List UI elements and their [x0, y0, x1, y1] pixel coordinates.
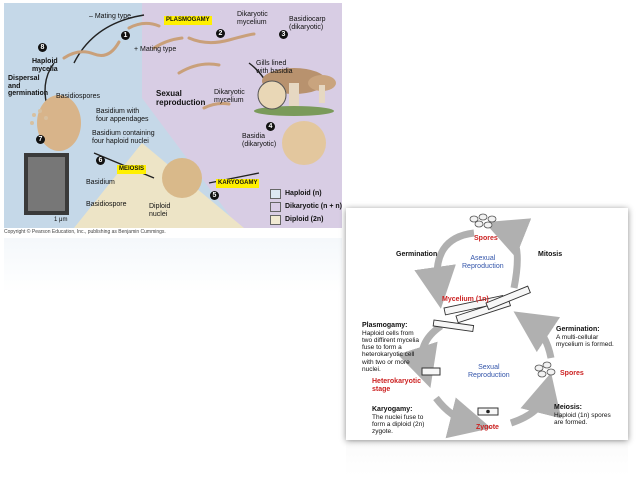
label-karyogamy-text: The nuclei fuse to form a diploid (2n) z…: [372, 414, 425, 436]
label-basidium-four-nuclei: Basidium containing four haploid nuclei: [92, 130, 155, 145]
label-karyogamy-title: Karyogamy:: [372, 406, 413, 413]
label-sexual-reproduction: Sexual reproduction: [156, 89, 206, 107]
step-6-marker: 6: [96, 156, 105, 165]
label-gills: Gills lined with basidia: [256, 60, 293, 75]
legend-swatch: [270, 202, 281, 212]
label-scale: 1 μm: [54, 217, 68, 223]
legend-item-haploid: Haploid (n): [270, 189, 342, 199]
label-basidia: Basidia (dikaryotic): [242, 133, 277, 148]
label-plasmogamy-text: Haploid cells from two diffirent mycelia…: [362, 330, 419, 373]
label-zygote: Zygote: [476, 424, 499, 431]
cycle-arrows: [397, 213, 562, 439]
step-5-marker: 5: [210, 191, 219, 200]
label-plasmogamy-title: Plasmogamy:: [362, 322, 408, 329]
step-8-marker: 8: [38, 43, 47, 52]
label-basidiospore: Basidiospore: [86, 201, 127, 208]
legend-item-dikaryotic: Dikaryotic (n + n): [270, 202, 342, 212]
fungal-life-cycle-panel: Spores Germination Mitosis Asexual Repro…: [346, 208, 628, 440]
legend-label: Dikaryotic (n + n): [285, 203, 342, 211]
label-meiosis-title: Meiosis:: [554, 404, 583, 411]
label-mycelium: Mycelium (1n): [442, 296, 489, 303]
label-sexual-reproduction: Sexual Reproduction: [468, 364, 510, 379]
step-2-marker: 2: [216, 29, 225, 38]
legend-swatch: [270, 189, 281, 199]
label-germination-left: Germination: [396, 251, 438, 258]
label-basidium-four-appendages: Basidium with four appendages: [96, 108, 149, 123]
right-panel-reflection: [346, 442, 628, 476]
label-mitosis: Mitosis: [538, 251, 563, 258]
legend-label: Diploid (2n): [285, 216, 324, 224]
step-1-marker: 1: [121, 31, 130, 40]
label-dispersal-germination: Dispersal and germination: [8, 75, 49, 98]
label-heterokaryotic-stage: Heterokaryotic stage: [372, 378, 422, 393]
legend-item-diploid: Diploid (2n): [270, 215, 342, 225]
label-spores-right: Spores: [560, 370, 584, 377]
label-spores-top: Spores: [474, 235, 498, 242]
label-basidium: Basidium: [86, 179, 115, 186]
label-meiosis: MEIOSIS: [117, 165, 147, 174]
label-basidiocarp: Basidiocarp (dikaryotic): [289, 16, 326, 31]
left-panel-reflection: [4, 238, 342, 293]
label-asexual-reproduction: Asexual Reproduction: [462, 255, 504, 270]
life-cycle-background: [4, 3, 342, 228]
label-haploid-mycelia: Haploid mycelia: [32, 58, 58, 73]
step-4-marker: 4: [266, 122, 275, 131]
step-7-marker: 7: [36, 135, 45, 144]
copyright-text: Copyright © Pearson Education, Inc., pub…: [4, 229, 166, 235]
label-plasmogamy: PLASMOGAMY: [164, 16, 212, 25]
legend-swatch: [270, 215, 281, 225]
step-3-marker: 3: [279, 30, 288, 39]
label-plus-mating-type: + Mating type: [134, 46, 177, 53]
label-diploid-nuclei: Diploid nuclei: [149, 203, 171, 218]
label-meiosis-text: Haploid (1n) spores are formed.: [554, 412, 611, 427]
legend-label: Haploid (n): [285, 190, 322, 198]
label-dikaryotic-mycelium-mid: Dikaryotic mycelium: [214, 89, 245, 104]
label-germination-right-title: Germination:: [556, 326, 600, 333]
legend: Haploid (n) Dikaryotic (n + n) Diploid (…: [270, 189, 342, 225]
basidiomycete-life-cycle-panel: – Mating type PLASMOGAMY Dikaryotic myce…: [4, 3, 342, 228]
label-basidiospores: Basidiospores: [56, 93, 100, 100]
label-karyogamy: KARYOGAMY: [216, 179, 260, 188]
label-minus-mating-type: – Mating type: [89, 13, 132, 20]
label-dikaryotic-mycelium-top: Dikaryotic mycelium: [237, 11, 268, 26]
label-germination-right-text: A multi-cellular mycelium is formed.: [556, 334, 614, 349]
